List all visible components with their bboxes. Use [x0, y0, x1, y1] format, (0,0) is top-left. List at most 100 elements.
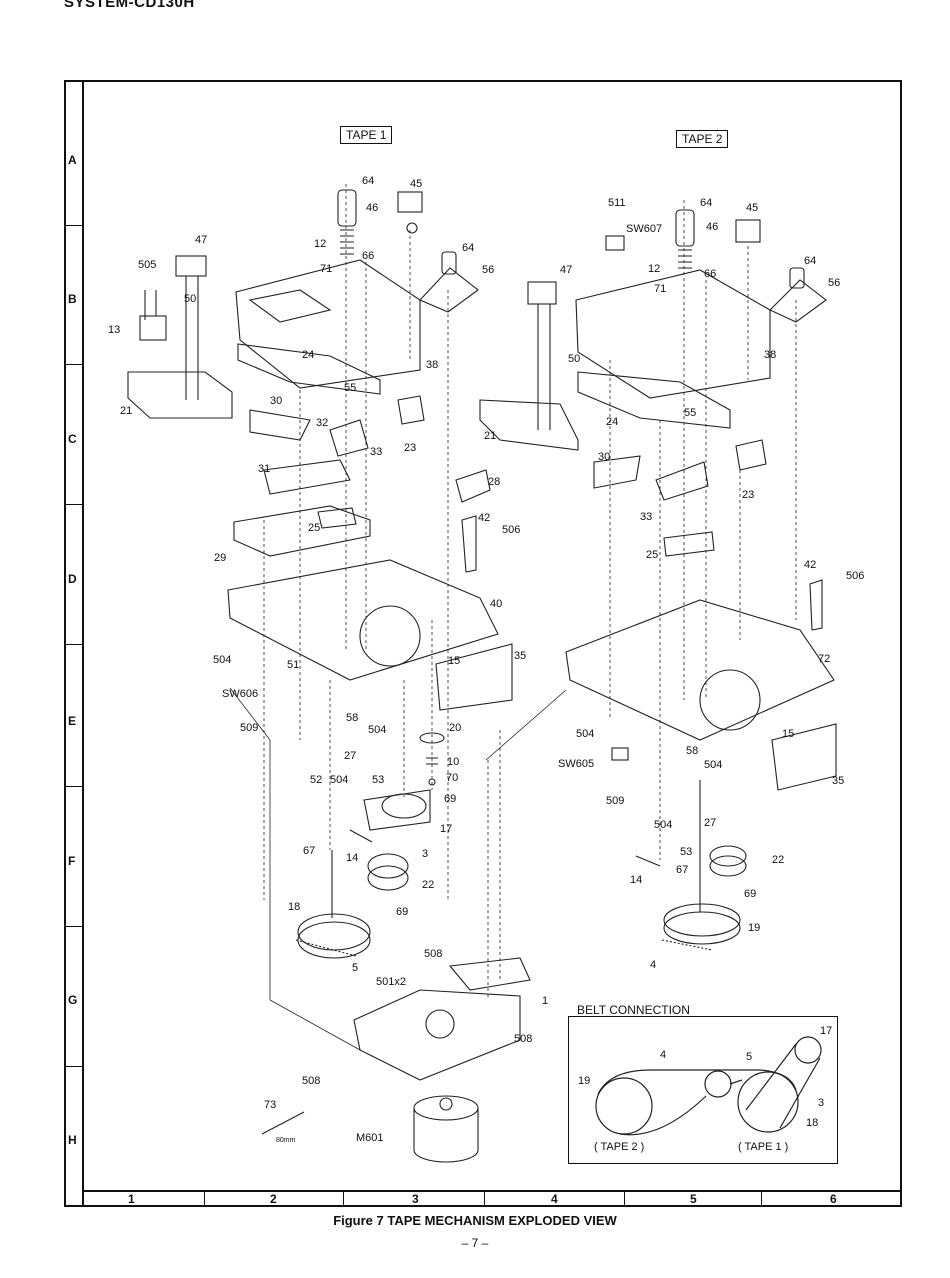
- part-label: 15: [782, 728, 794, 740]
- part-label: 56: [482, 264, 494, 276]
- part-24-lever-right: [577, 371, 731, 429]
- tape2-label: TAPE 2: [676, 130, 729, 148]
- part-14-spring-right: [635, 855, 661, 867]
- diagram-frame: [64, 80, 902, 1207]
- part-label: 504: [368, 724, 386, 736]
- belt-label: 18: [806, 1117, 818, 1129]
- belt-label: 4: [660, 1049, 666, 1061]
- belt-3: [745, 1043, 821, 1129]
- belt-5: [729, 1079, 743, 1085]
- part-47-head: [175, 255, 207, 277]
- part-label: 21: [484, 430, 496, 442]
- row-label-h: H: [68, 1133, 77, 1147]
- part-label: 23: [742, 489, 754, 501]
- part-46-pinch-roller-right: [675, 209, 695, 247]
- part-label: 64: [804, 255, 816, 267]
- part-label: 35: [514, 650, 526, 662]
- part-label: M601: [356, 1132, 384, 1144]
- part-label: 3: [422, 848, 428, 860]
- part-38-upper-plate-right: [575, 269, 771, 399]
- col-divider: [761, 1192, 762, 1207]
- part-label: 20: [449, 722, 461, 734]
- part-12-spring: [340, 229, 354, 255]
- belt-connection-title: BELT CONNECTION: [577, 1003, 690, 1017]
- document-header: SYSTEM-CD130H: [64, 0, 195, 11]
- part-label: 505: [138, 259, 156, 271]
- part-label: 5: [352, 962, 358, 974]
- part-label: 47: [195, 234, 207, 246]
- belt-4: [597, 1069, 797, 1095]
- part-label: 508: [424, 948, 442, 960]
- part-21-bracket-left: [127, 371, 233, 419]
- part-label: 47: [560, 264, 572, 276]
- row-label-e: E: [68, 714, 77, 728]
- part-label: 32: [316, 417, 328, 429]
- part-30-lever-right: [593, 455, 641, 489]
- part-5-belt: [295, 939, 357, 957]
- row-divider: [64, 926, 84, 927]
- belt-label: 17: [820, 1025, 832, 1037]
- belt-label: 19: [578, 1075, 590, 1087]
- row-label-b: B: [68, 292, 77, 306]
- part-25-link-right: [663, 531, 715, 557]
- part-35-bracket: [435, 643, 513, 711]
- part-label: 12: [648, 263, 660, 275]
- part-73-cable-tie: [261, 1111, 305, 1135]
- part-label: 42: [478, 512, 490, 524]
- scale-note: 80mm: [276, 1137, 296, 1144]
- part-label: 504: [704, 759, 722, 771]
- part-label: 66: [362, 250, 374, 262]
- row-divider: [64, 225, 84, 226]
- part-label: 33: [640, 511, 652, 523]
- part-label: 64: [700, 197, 712, 209]
- part-label: 504: [213, 654, 231, 666]
- part-label: SW605: [558, 758, 594, 770]
- part-label: 23: [404, 442, 416, 454]
- col-divider: [343, 1192, 344, 1207]
- part-label: 21: [120, 405, 132, 417]
- part-22-gear: [367, 853, 409, 879]
- part-38-upper-plate: [235, 259, 421, 389]
- part-25-link: [317, 507, 357, 529]
- part-label: 38: [426, 359, 438, 371]
- part-sw605-switch: [611, 747, 629, 761]
- belt-label: 3: [818, 1097, 824, 1109]
- part-label: 509: [240, 722, 258, 734]
- part-42-arm-right: [809, 579, 823, 631]
- col-divider: [624, 1192, 625, 1207]
- part-label: 506: [846, 570, 864, 582]
- part-label: 42: [804, 559, 816, 571]
- row-label-a: A: [68, 153, 77, 167]
- part-label: 504: [576, 728, 594, 740]
- part-label: 511: [608, 197, 626, 209]
- part-label: 508: [514, 1033, 532, 1045]
- col-label-4: 4: [551, 1192, 558, 1206]
- col-label-1: 1: [128, 1192, 135, 1206]
- col-label-3: 3: [412, 1192, 419, 1206]
- part-label: 38: [764, 349, 776, 361]
- part-40-capstan-hole: [359, 605, 421, 667]
- part-label: 25: [308, 522, 320, 534]
- part-label: 46: [366, 202, 378, 214]
- col-label-2: 2: [270, 1192, 277, 1206]
- part-label: 30: [598, 451, 610, 463]
- part-label: 50: [184, 293, 196, 305]
- row-label-d: D: [68, 572, 77, 586]
- col-label-6: 6: [830, 1192, 837, 1206]
- row-label-g: G: [68, 993, 78, 1007]
- row-divider: [64, 1066, 84, 1067]
- part-label: 31: [258, 463, 270, 475]
- part-label: 53: [372, 774, 384, 786]
- part-label: 504: [654, 819, 672, 831]
- part-label: 67: [303, 845, 315, 857]
- page-number: – 7 –: [461, 1236, 489, 1250]
- part-22-gear-right: [709, 845, 747, 867]
- part-17-reel-assembly: [363, 789, 431, 831]
- figure-caption: Figure 7 TAPE MECHANISM EXPLODED VIEW: [333, 1213, 617, 1228]
- row-divider: [64, 364, 84, 365]
- part-label: 67: [676, 864, 688, 876]
- belt-label-group: 17 4 5 19 3 18 ( TAPE 2 ) ( TAPE 1 ): [578, 1025, 832, 1153]
- part-label: 13: [108, 324, 120, 336]
- part-label: 18: [288, 901, 300, 913]
